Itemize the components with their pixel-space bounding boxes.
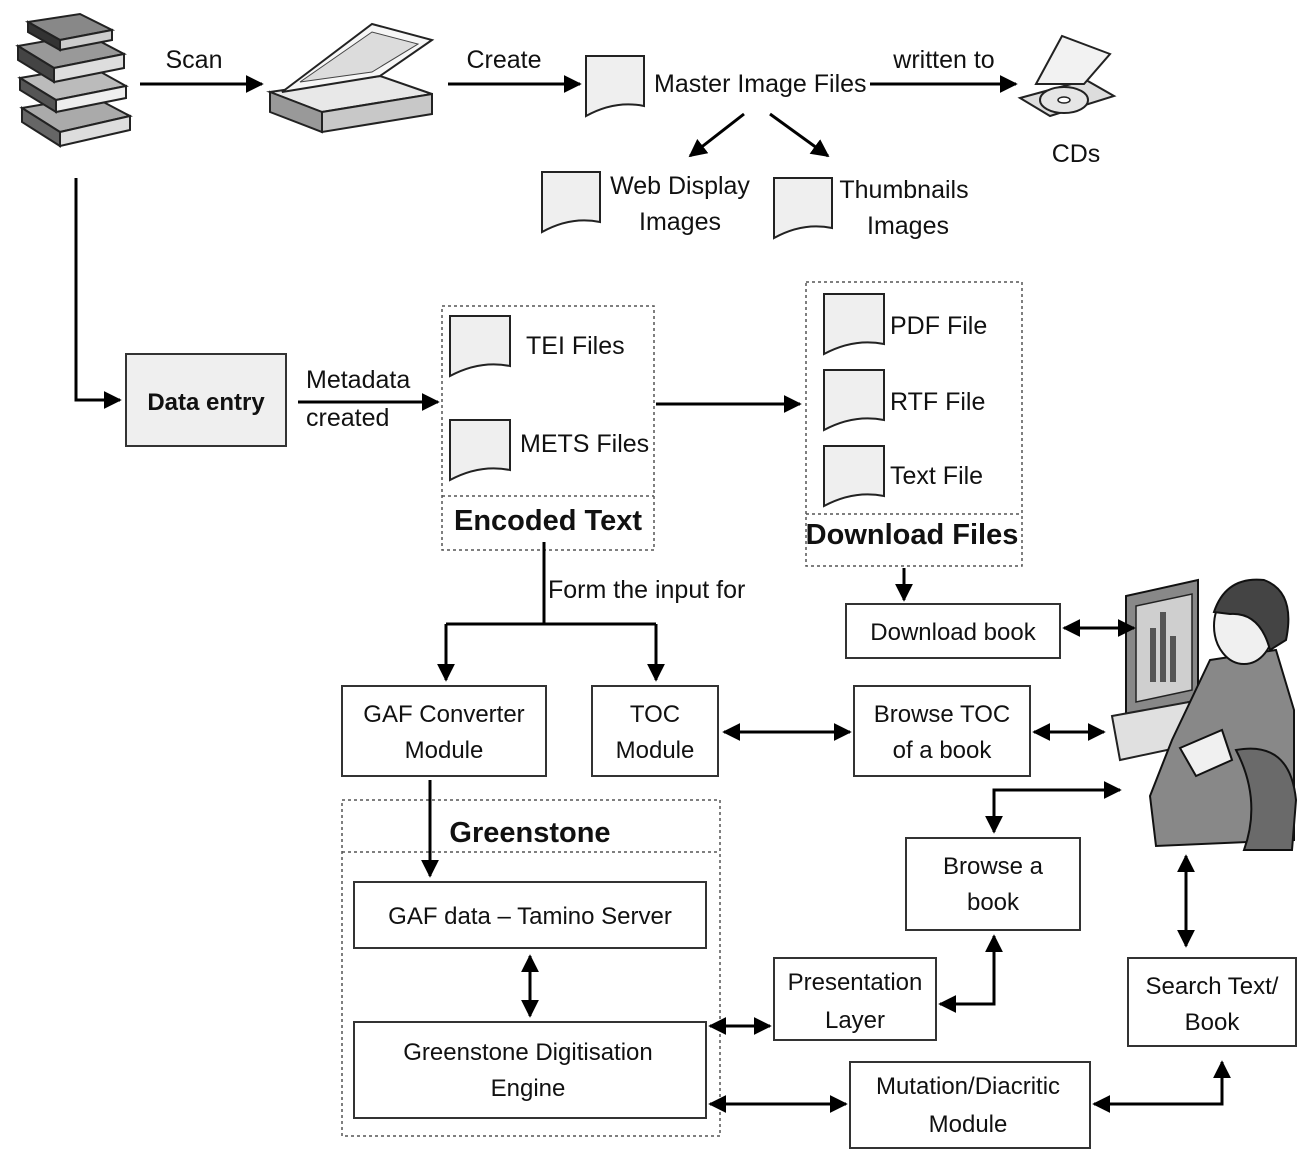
scanner-icon (266, 22, 435, 134)
web-display-label-line2: Images (639, 208, 721, 236)
connectors (74, 75, 1231, 1113)
user-computer-icon (1110, 578, 1298, 851)
encoded-text-title: Encoded Text (454, 505, 642, 537)
create-label: Create (466, 46, 541, 74)
cd-icon (1017, 34, 1117, 118)
books-icon (15, 12, 133, 148)
browse-toc-box (853, 685, 1031, 777)
text-file-label: Text File (890, 462, 983, 490)
document-icon (585, 55, 645, 118)
toc-module-box (591, 685, 719, 777)
download-book-box (845, 603, 1061, 659)
document-icon (823, 293, 885, 356)
cds-label: CDs (1052, 140, 1101, 168)
rtf-file-label: RTF File (890, 388, 985, 416)
gaf-data-text: GAF data – Tamino Server (388, 903, 672, 930)
greenstone-engine-text-line2: Engine (491, 1075, 566, 1102)
thumbnails-label-line2: Images (867, 212, 949, 240)
toc-module-text-line2: Module (616, 737, 695, 764)
data-entry-text: Data entry (147, 389, 265, 416)
document-icon (773, 177, 833, 240)
mets-files-label: METS Files (520, 430, 649, 458)
document-icon (541, 171, 601, 234)
search-text-box (1127, 957, 1297, 1047)
presentation-layer-text: Presentation (788, 969, 923, 996)
pdf-file-label: PDF File (890, 312, 987, 340)
browse-book-box (905, 837, 1081, 931)
document-icon (449, 419, 511, 482)
gaf-converter-box (341, 685, 547, 777)
web-display-label: Web Display (610, 172, 750, 200)
metadata-label: Metadata (306, 366, 410, 394)
gaf-converter-text-line2: Module (405, 737, 484, 764)
browse-book-text-line2: book (967, 889, 1020, 916)
greenstone-engine-text: Greenstone Digitisation (403, 1039, 652, 1066)
mutation-module-box (849, 1061, 1091, 1149)
download-files-group (805, 281, 1023, 567)
document-icon (823, 445, 885, 508)
toc-module-text: TOC (630, 701, 680, 728)
browse-toc-text: Browse TOC (874, 701, 1011, 728)
thumbnails-label: Thumbnails (839, 176, 968, 204)
scan-label: Scan (166, 46, 223, 74)
presentation-layer-text-line2: Layer (825, 1007, 885, 1034)
data-entry-box (125, 353, 287, 447)
master-image-files-label: Master Image Files (654, 70, 867, 98)
presentation-layer-box (773, 957, 937, 1041)
mutation-module-text: Mutation/Diacritic (876, 1073, 1060, 1100)
gaf-converter-text: GAF Converter (363, 701, 524, 728)
created-label: created (306, 404, 389, 432)
tei-files-label: TEI Files (526, 332, 625, 360)
written-to-label: written to (892, 46, 994, 74)
download-book-text: Download book (870, 619, 1036, 646)
document-icon (823, 369, 885, 432)
form-input-label: Form the input for (548, 576, 745, 604)
greenstone-group (341, 799, 721, 1137)
browse-book-text: Browse a (943, 853, 1044, 880)
download-files-title: Download Files (806, 519, 1019, 551)
search-text-text-line2: Book (1185, 1009, 1241, 1036)
browse-toc-text-line2: of a book (893, 737, 993, 764)
greenstone-engine-box (353, 1021, 707, 1119)
greenstone-title: Greenstone (449, 817, 610, 849)
document-icon (449, 315, 511, 378)
gaf-data-box (353, 881, 707, 949)
search-text-text: Search Text/ (1146, 973, 1279, 1000)
mutation-module-text-line2: Module (929, 1111, 1008, 1138)
